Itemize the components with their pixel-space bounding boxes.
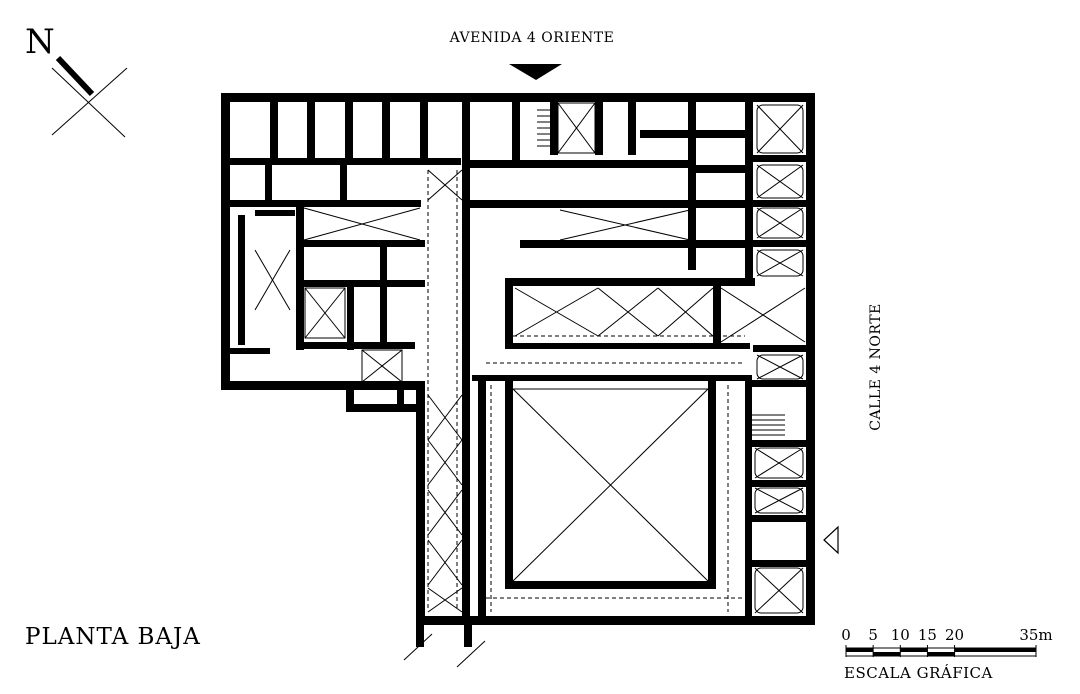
entrance-arrow-outline-icon: [823, 525, 839, 555]
scale-bar-segment: [900, 648, 928, 652]
scale-tick-label: 5: [868, 626, 878, 644]
east-stair: [752, 414, 785, 436]
scale-title: ESCALA GRÁFICA: [844, 664, 993, 682]
scale-tick-label: 15: [918, 626, 937, 644]
street-label-right: CALLE 4 NORTE: [868, 303, 884, 431]
scale-bar-segment: [954, 648, 1036, 652]
central-courtyard: [472, 362, 752, 621]
north-wing-rooms: [221, 100, 470, 383]
scale-tick-label: 35m: [1019, 626, 1052, 644]
scale-tick-label: 0: [841, 626, 851, 644]
building-plan: [221, 93, 815, 668]
scale-bar-segment: [846, 648, 874, 652]
outer-walls: [221, 93, 815, 668]
north-arrow-icon: N: [25, 22, 128, 138]
plan-title: PLANTA BAJA: [25, 624, 201, 650]
entrance-arrow-icon: [509, 64, 562, 80]
east-rooms: [745, 104, 808, 614]
scale-tick-label: 20: [945, 626, 964, 644]
street-label-top: AVENIDA 4 ORIENTE: [449, 30, 615, 46]
north-central-block: [470, 100, 753, 280]
north-label: N: [25, 22, 55, 62]
north-arcade: [505, 278, 806, 349]
scale-bar-segment: [873, 652, 901, 656]
west-gallery: [427, 165, 470, 620]
scale-tick-label: 10: [891, 626, 910, 644]
scale-bar: [845, 645, 1037, 657]
scale-bar-segment: [927, 652, 955, 656]
